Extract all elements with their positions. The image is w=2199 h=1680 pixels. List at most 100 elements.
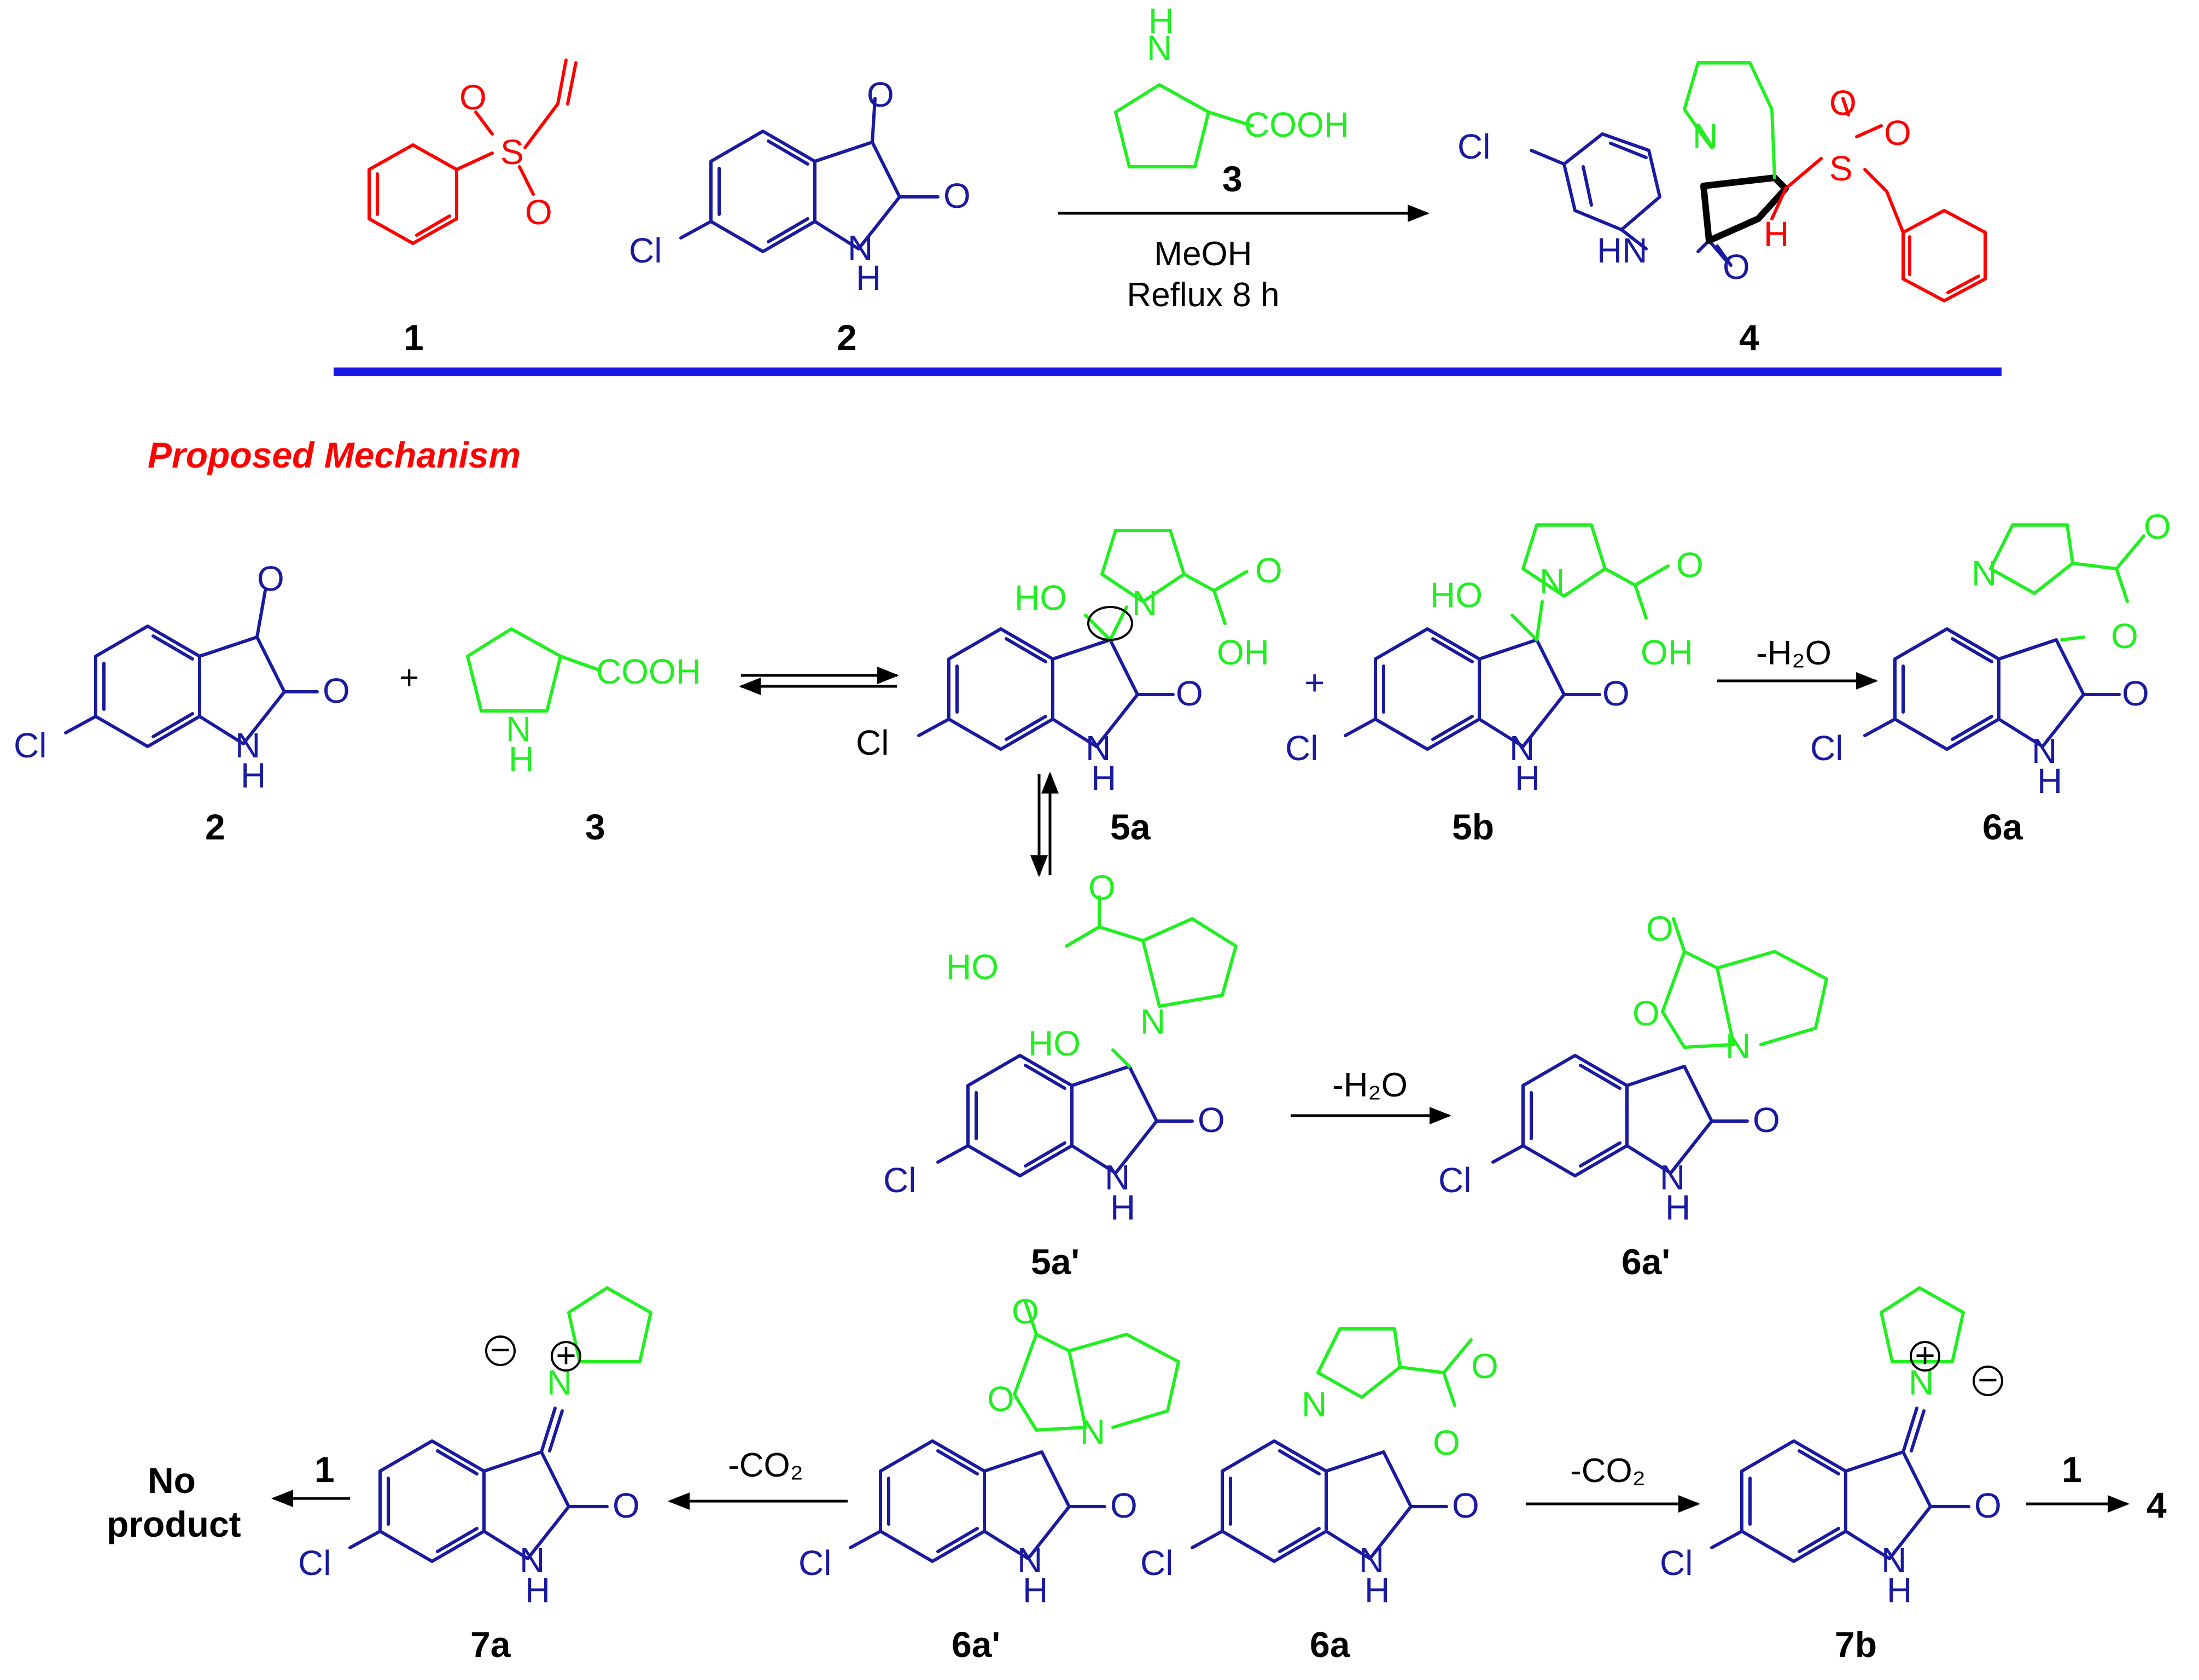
pyrrolidine-ring xyxy=(1100,529,1249,625)
atom-o: O xyxy=(525,192,552,232)
atom-h: H xyxy=(509,739,534,779)
atom-o: O xyxy=(1974,1486,2002,1525)
atom-o: O xyxy=(323,671,350,710)
negative-charge-icon xyxy=(485,1335,516,1366)
atom-h: H xyxy=(1110,1188,1135,1227)
oxazolidinone-ring xyxy=(1989,523,2145,641)
mech-compound-6a-prime-b xyxy=(850,1441,1106,1561)
atom-n: N xyxy=(2032,731,2057,771)
atom-o: O xyxy=(1255,551,1282,590)
oxazolidinone-ring xyxy=(1661,917,1828,1049)
atom-h: H xyxy=(1665,1188,1690,1227)
compound-label-1: 1 xyxy=(404,317,424,358)
compound-1-structure xyxy=(368,59,578,245)
atom-n: N xyxy=(1017,1541,1042,1580)
oxazolidinone-ring xyxy=(1013,1300,1180,1432)
atom-o: O xyxy=(867,75,894,114)
positive-charge-icon xyxy=(551,1341,581,1372)
atom-h: H xyxy=(1764,214,1789,254)
atom-n: N xyxy=(1881,1541,1906,1580)
plus-sign: + xyxy=(399,659,419,697)
atom-n: N xyxy=(1693,116,1718,155)
atom-hn: HN xyxy=(1597,231,1647,270)
dehydration-label-1: -H₂O xyxy=(1756,634,1831,672)
atom-ho: HO xyxy=(1014,578,1067,617)
reagent-label-left: 1 xyxy=(314,1449,335,1490)
product-4-structure xyxy=(1530,61,1987,302)
mech-compound-5a-prime xyxy=(938,1048,1194,1176)
atom-n: N xyxy=(848,228,873,267)
atom-o: O xyxy=(1829,83,1857,122)
mech-compound-5a xyxy=(919,605,1175,749)
atom-h: H xyxy=(241,756,266,795)
atom-o: O xyxy=(1676,545,1704,585)
atom-n: N xyxy=(1660,1158,1685,1197)
negative-charge-icon xyxy=(1973,1366,2003,1396)
atom-n: N xyxy=(1509,728,1535,768)
atom-n: N xyxy=(1359,1541,1384,1580)
mech-compound-6a xyxy=(1865,629,2121,749)
atom-o: O xyxy=(2144,507,2171,546)
mech-label-6a-prime-b: 6a' xyxy=(952,1624,1000,1665)
atom-cooh: COOH xyxy=(596,652,701,691)
atom-cl: Cl xyxy=(1438,1160,1471,1200)
atom-n: N xyxy=(1725,1026,1751,1066)
compound-2-structure xyxy=(681,97,940,252)
atom-o: O xyxy=(1753,1100,1780,1140)
atom-oh: OH xyxy=(1641,633,1693,672)
atom-n: N xyxy=(1086,728,1111,768)
atom-o: O xyxy=(943,176,971,215)
atom-n: N xyxy=(1140,1002,1165,1041)
atom-ho: HO xyxy=(1430,575,1483,615)
atom-cl: Cl xyxy=(1660,1543,1693,1583)
decarboxylation-label-right: -CO₂ xyxy=(1570,1452,1646,1490)
atom-cl: Cl xyxy=(798,1543,831,1583)
atom-n: N xyxy=(1971,553,1997,593)
mech-label-5a-prime: 5a' xyxy=(1031,1241,1080,1282)
mech-label-6a: 6a xyxy=(1982,807,2023,847)
atom-o: O xyxy=(1012,1292,1039,1331)
pyrrolidine-ring xyxy=(1065,895,1238,1008)
atom-h: H xyxy=(1023,1571,1048,1610)
atom-n: N xyxy=(235,726,260,765)
no-product-line1: No xyxy=(148,1460,196,1501)
atom-n: N xyxy=(1302,1385,1327,1424)
atom-o: O xyxy=(1723,247,1750,287)
atom-cl: Cl xyxy=(1285,728,1318,768)
atom-ho: HO xyxy=(946,947,999,987)
atom-o: O xyxy=(1632,994,1660,1033)
atom-cl: Cl xyxy=(883,1160,916,1200)
catalyst-label: 3 xyxy=(1222,159,1243,199)
mech-compound-5b xyxy=(1345,600,1601,749)
atom-h: H xyxy=(525,1571,550,1610)
dehydration-label-2: -H₂O xyxy=(1332,1066,1408,1104)
atom-s: S xyxy=(1829,149,1853,188)
atom-cl: Cl xyxy=(1457,127,1490,166)
positive-charge-icon xyxy=(1910,1341,1940,1372)
mech-label-6a-b: 6a xyxy=(1310,1624,1351,1665)
atom-s: S xyxy=(500,132,524,172)
atom-o: O xyxy=(1110,1486,1138,1525)
final-product-label: 4 xyxy=(2146,1485,2167,1525)
atom-o: O xyxy=(1452,1486,1479,1525)
atom-n: N xyxy=(1080,1412,1105,1451)
atom-cl: Cl xyxy=(1140,1543,1173,1583)
solvent: MeOH xyxy=(1154,235,1252,273)
atom-o: O xyxy=(257,559,284,598)
atom-o: O xyxy=(1471,1346,1498,1386)
negative-charge: − xyxy=(1978,1360,1998,1399)
compound-label-2: 2 xyxy=(837,317,857,358)
atom-h: H xyxy=(1148,1,1174,40)
decarboxylation-label-left: -CO₂ xyxy=(728,1446,803,1484)
reagent-label-right: 1 xyxy=(2062,1449,2082,1490)
plus-sign: + xyxy=(1304,663,1325,702)
mech-label-7a: 7a xyxy=(470,1624,511,1665)
atom-cl: Cl xyxy=(856,723,889,762)
atom-o: O xyxy=(1884,113,1911,153)
atom-ho: HO xyxy=(1028,1024,1081,1063)
mech-compound-7b xyxy=(1712,1407,1970,1561)
atom-n: N xyxy=(1105,1158,1130,1197)
atom-h: H xyxy=(2037,761,2062,801)
positive-charge: + xyxy=(1915,1335,1935,1375)
